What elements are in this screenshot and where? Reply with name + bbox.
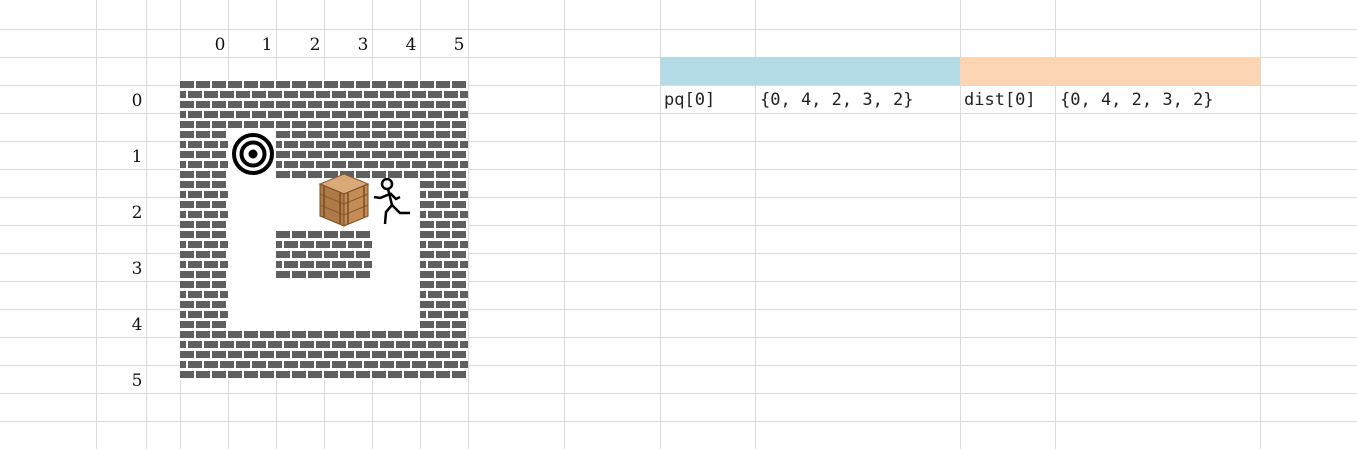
col-header-5: 5 bbox=[453, 35, 465, 55]
running-person-icon bbox=[370, 177, 414, 230]
col-header-1: 1 bbox=[261, 35, 273, 55]
grid-row-line bbox=[0, 197, 1357, 198]
grid-row-line bbox=[0, 141, 1357, 142]
row-header-2: 2 bbox=[131, 203, 143, 223]
brick-wall-icon bbox=[180, 130, 228, 180]
grid-row-line bbox=[0, 169, 1357, 170]
brick-wall-icon bbox=[180, 280, 228, 330]
grid-column-line bbox=[1055, 0, 1056, 449]
grid-row-line bbox=[0, 29, 1357, 30]
col-header-3: 3 bbox=[357, 35, 369, 55]
col-header-2: 2 bbox=[309, 35, 321, 55]
brick-wall-icon bbox=[372, 330, 420, 380]
brick-wall-icon bbox=[324, 230, 372, 280]
grid-column-line bbox=[1260, 0, 1261, 449]
brick-wall-icon bbox=[420, 180, 468, 230]
brick-wall-icon bbox=[180, 330, 228, 380]
board-floor bbox=[180, 80, 468, 380]
grid-row-line bbox=[0, 85, 1357, 86]
grid-column-line bbox=[468, 0, 469, 449]
brick-wall-icon bbox=[276, 80, 324, 130]
col-header-4: 4 bbox=[405, 35, 417, 55]
brick-wall-icon bbox=[420, 130, 468, 180]
pq-label[interactable]: pq[0] bbox=[664, 90, 716, 110]
brick-wall-icon bbox=[180, 180, 228, 230]
brick-wall-icon bbox=[276, 130, 324, 180]
brick-wall-icon bbox=[324, 80, 372, 130]
brick-wall-icon bbox=[420, 280, 468, 330]
col-header-0: 0 bbox=[214, 35, 226, 55]
row-header-5: 5 bbox=[131, 371, 143, 391]
grid-row-line bbox=[0, 253, 1357, 254]
row-header-0: 0 bbox=[131, 91, 143, 111]
grid-column-line bbox=[755, 0, 756, 449]
brick-wall-icon bbox=[372, 80, 420, 130]
row-header-1: 1 bbox=[131, 147, 143, 167]
brick-wall-icon bbox=[420, 330, 468, 380]
pq-header-band bbox=[660, 57, 960, 85]
brick-wall-icon bbox=[324, 330, 372, 380]
brick-wall-icon bbox=[180, 230, 228, 280]
dist-value[interactable]: {0, 4, 2, 3, 2} bbox=[1060, 90, 1214, 110]
grid-column-line bbox=[660, 0, 661, 449]
brick-wall-icon bbox=[372, 130, 420, 180]
grid-column-line bbox=[96, 0, 97, 449]
brick-wall-icon bbox=[228, 330, 276, 380]
sokoban-board bbox=[180, 80, 468, 380]
pq-value[interactable]: {0, 4, 2, 3, 2} bbox=[760, 90, 914, 110]
wooden-crate-icon bbox=[318, 172, 370, 232]
grid-row-line bbox=[0, 113, 1357, 114]
grid-row-line bbox=[0, 309, 1357, 310]
brick-wall-icon bbox=[276, 230, 324, 280]
dist-header-band bbox=[960, 57, 1260, 85]
row-header-4: 4 bbox=[131, 315, 143, 335]
row-header-3: 3 bbox=[131, 259, 143, 279]
brick-wall-icon bbox=[420, 80, 468, 130]
target-icon bbox=[232, 133, 274, 179]
grid-row-line bbox=[0, 365, 1357, 366]
grid-column-line bbox=[146, 0, 147, 449]
grid-column-line bbox=[564, 0, 565, 449]
grid-row-line bbox=[0, 225, 1357, 226]
brick-wall-icon bbox=[276, 330, 324, 380]
grid-row-line bbox=[0, 337, 1357, 338]
brick-wall-icon bbox=[228, 80, 276, 130]
dist-label[interactable]: dist[0] bbox=[964, 90, 1036, 110]
brick-wall-icon bbox=[420, 230, 468, 280]
brick-wall-icon bbox=[324, 130, 372, 180]
grid-column-line bbox=[960, 0, 961, 449]
grid-row-line bbox=[0, 393, 1357, 394]
grid-row-line bbox=[0, 281, 1357, 282]
grid-row-line bbox=[0, 421, 1357, 422]
brick-wall-icon bbox=[180, 80, 228, 130]
